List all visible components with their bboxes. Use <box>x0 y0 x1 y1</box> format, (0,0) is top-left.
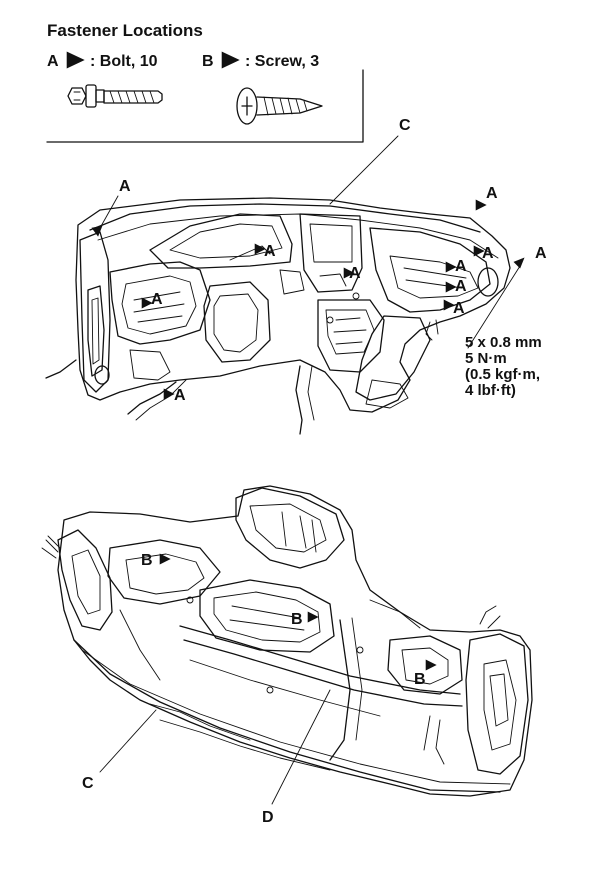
callout-a-4: A <box>349 265 361 282</box>
arrow-pointer-icon <box>443 299 455 311</box>
torque-size: 5 x 0.8 mm <box>465 334 542 351</box>
arrow-pointer-icon <box>159 553 171 565</box>
arrow-pointer-icon <box>425 659 437 671</box>
callout-a-2: A <box>486 185 498 202</box>
callout-a-7: A <box>455 258 467 275</box>
legend-letter-b: B <box>202 53 214 70</box>
arrow-pointer-icon <box>445 281 457 293</box>
legend-label-bolt: : Bolt, 10 <box>90 53 158 70</box>
callout-a-5: A <box>151 291 163 308</box>
legend-label-screw: : Screw, 3 <box>245 53 319 70</box>
callout-b-3: B <box>414 671 426 688</box>
callout-a-3: A <box>264 243 276 260</box>
callout-a-8: A <box>482 245 494 262</box>
arrow-pointer-icon <box>221 51 240 69</box>
arrow-pointer-icon <box>141 297 153 309</box>
leader-line <box>99 709 157 773</box>
arrow-pointer-icon <box>66 51 85 69</box>
arrow-pointer-icon <box>254 243 266 255</box>
legend-title: Fastener Locations <box>47 21 203 40</box>
callout-a-1: A <box>119 178 131 195</box>
dashboard-rear-view <box>41 485 533 797</box>
callout-a-6: A <box>174 387 186 404</box>
arrow-pointer-icon <box>91 225 103 237</box>
leader-line <box>467 265 521 349</box>
legend-letter-a: A <box>47 53 59 70</box>
torque-spec: 5 x 0.8 mm 5 N·m (0.5 kgf·m, 4 lbf·ft) <box>465 334 542 399</box>
arrow-pointer-icon <box>343 267 355 279</box>
callout-c-lower: C <box>82 775 94 792</box>
leader-line <box>271 689 331 805</box>
screw-icon <box>236 87 323 125</box>
arrow-pointer-icon <box>445 261 457 273</box>
torque-nm: 5 N·m <box>465 350 507 367</box>
legend-frame <box>46 69 364 143</box>
torque-kgfm: (0.5 kgf·m, <box>465 366 540 383</box>
screw-callouts-lower: B B B C D <box>82 552 437 826</box>
bolt-icon <box>67 84 163 108</box>
callout-a-11: A <box>535 245 547 262</box>
callout-d: D <box>262 809 274 826</box>
fastener-legend: Fastener Locations A : Bolt, 10 B : Scre… <box>46 21 364 143</box>
callout-a-9: A <box>455 278 467 295</box>
torque-lbfft: 4 lbf·ft) <box>465 382 516 399</box>
arrow-pointer-icon <box>163 388 175 400</box>
bolt-callouts-upper: A A A A A A A A A A A C <box>91 117 547 404</box>
leader-line <box>329 135 399 205</box>
arrow-pointer-icon <box>513 257 525 269</box>
callout-a-10: A <box>453 300 465 317</box>
callout-c-upper: C <box>399 117 411 134</box>
arrow-pointer-icon <box>473 245 485 257</box>
leader-line <box>99 195 119 229</box>
callout-b-1: B <box>141 552 153 569</box>
dashboard-front-view <box>45 197 511 435</box>
arrow-pointer-icon <box>307 611 319 623</box>
callout-b-2: B <box>291 611 303 628</box>
arrow-pointer-icon <box>475 199 487 211</box>
